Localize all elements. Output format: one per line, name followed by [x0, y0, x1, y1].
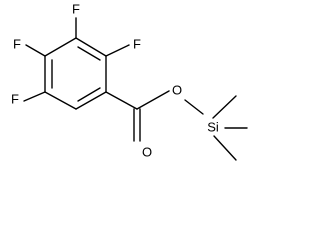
- bond-lines: [23, 17, 248, 161]
- bond-silicon-methyl-up: [212, 95, 237, 119]
- atom-label-f-right: F: [133, 36, 141, 51]
- ring-bond-c1-c2: [75, 37, 107, 57]
- chemical-structure-diagram: F F F F O O Si: [11, 1, 248, 161]
- bond-f-bottom: [23, 91, 46, 102]
- bond-carbonyl-ester-oxygen: [136, 90, 170, 110]
- bond-f-right: [105, 44, 130, 57]
- bond-f-left: [25, 44, 46, 57]
- atom-label-o-carbonyl: O: [142, 144, 152, 159]
- bond-ester-oxygen-silicon: [184, 99, 204, 115]
- atom-label-o-ester: O: [172, 82, 182, 97]
- bond-silicon-methyl-down: [213, 135, 237, 161]
- ring-bond-c4-c5: [44, 91, 77, 110]
- ring-bond-c6-c1: [44, 37, 77, 57]
- atom-label-f-bottom: F: [11, 91, 19, 106]
- atom-label-f-top: F: [72, 1, 80, 16]
- bond-ring-carbonyl: [105, 91, 138, 110]
- atom-label-si: Si: [207, 119, 219, 134]
- ring-bond-c3-c4: [75, 91, 107, 110]
- ring-double-bond-c1-c2: [77, 46, 101, 61]
- ring-double-bond-c3-c4: [77, 87, 101, 102]
- atom-labels: F F F F O O Si: [11, 1, 219, 159]
- atom-label-f-left: F: [13, 36, 21, 51]
